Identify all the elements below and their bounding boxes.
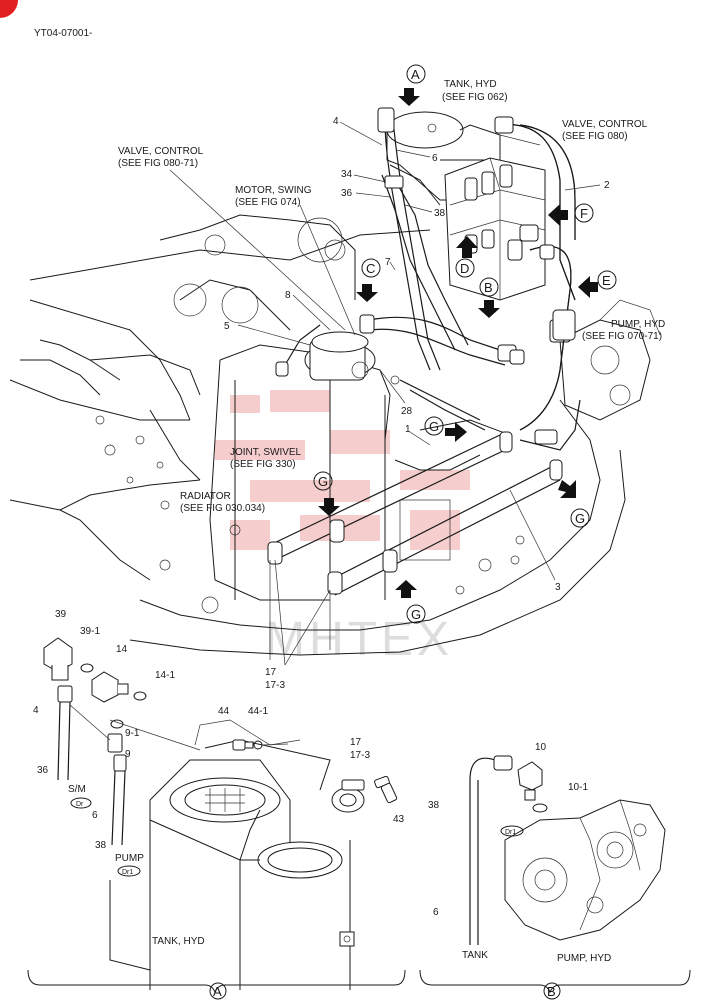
svg-text:D: D <box>460 261 469 276</box>
svg-text:G: G <box>575 511 585 526</box>
callout-g-2: G <box>313 471 333 491</box>
svg-text:A: A <box>213 984 222 999</box>
svg-text:F: F <box>580 206 588 221</box>
part-number-9: 9 <box>125 749 131 760</box>
section-brace-a: A <box>27 969 406 1000</box>
callout-e: E <box>597 270 617 290</box>
label-tank-hyd-bottom: TANK, HYD <box>152 936 205 947</box>
svg-text:E: E <box>602 273 611 288</box>
label-tank: TANK <box>462 950 488 961</box>
part-number-4-bottom: 4 <box>33 705 39 716</box>
label-pump-hyd-bottom: PUMP, HYD <box>557 953 611 964</box>
part-number-38-bottom-left: 38 <box>95 840 107 851</box>
label-see-fig-070-71: (SEE FIG 070-71) <box>582 331 662 342</box>
badge-dr1-right: Dr1 <box>500 825 524 837</box>
callout-c: C <box>361 258 381 278</box>
part-number-39-1: 39-1 <box>80 626 100 637</box>
label-valve-control-right: VALVE, CONTROL <box>562 119 648 130</box>
part-number-43: 43 <box>393 814 405 825</box>
label-see-fig-062: (SEE FIG 062) <box>442 92 508 103</box>
part-number-28: 28 <box>401 406 413 417</box>
label-see-fig-080-71: (SEE FIG 080-71) <box>118 158 198 169</box>
part-number-38-top: 38 <box>434 208 446 219</box>
part-number-6-bottom-right: 6 <box>433 907 439 918</box>
callout-a-top: A <box>406 64 426 84</box>
svg-text:B: B <box>547 984 556 999</box>
detail-tank <box>109 719 355 990</box>
part-number-17-bottom: 17 <box>350 737 362 748</box>
hydraulic-tank-top <box>386 111 501 206</box>
part-number-6-bottom-left: 6 <box>92 810 98 821</box>
part-number-17-3-top: 17-3 <box>265 680 285 691</box>
part-number-7: 7 <box>385 257 391 268</box>
callout-d: D <box>455 258 475 278</box>
svg-text:Dr1: Dr1 <box>122 869 133 876</box>
label-tank-hyd: TANK, HYD <box>444 79 497 90</box>
badge-dr1-left: Dr1 <box>117 865 141 877</box>
detail-pump-b <box>469 755 666 945</box>
part-number-9-1: 9-1 <box>125 728 140 739</box>
part-number-36-bottom: 36 <box>37 765 49 776</box>
svg-text:C: C <box>366 261 375 276</box>
label-sm: S/M <box>68 784 86 795</box>
part-number-34: 34 <box>341 169 353 180</box>
leader-lines <box>169 121 601 666</box>
part-number-44: 44 <box>218 706 230 717</box>
svg-text:Dr1: Dr1 <box>505 829 516 836</box>
part-number-36-top: 36 <box>341 188 353 199</box>
svg-text:G: G <box>318 474 328 489</box>
svg-text:G: G <box>411 607 421 622</box>
corner-marker <box>0 0 18 18</box>
part-number-4-top: 4 <box>333 116 339 127</box>
callout-g-1: G <box>424 416 444 436</box>
label-see-fig-330: (SEE FIG 330) <box>230 459 296 470</box>
section-brace-b: B <box>419 969 691 1000</box>
part-number-17-3-bottom: 17-3 <box>350 750 370 761</box>
part-number-5: 5 <box>224 321 230 332</box>
part-17-clamp <box>331 775 398 813</box>
part-number-44-1: 44-1 <box>248 706 268 717</box>
label-pump: PUMP <box>115 853 144 864</box>
part-number-10: 10 <box>535 742 547 753</box>
callout-b-top: B <box>479 277 499 297</box>
part-number-10-1: 10-1 <box>568 782 588 793</box>
label-pump-hyd: PUMP, HYD <box>611 319 665 330</box>
part-number-39: 39 <box>55 609 67 620</box>
svg-text:A: A <box>411 67 420 82</box>
svg-text:Dr: Dr <box>76 801 84 808</box>
part-number-1: 1 <box>405 424 411 435</box>
part-44-bolt <box>232 739 289 751</box>
label-motor-swing: MOTOR, SWING <box>235 185 312 196</box>
svg-text:G: G <box>429 419 439 434</box>
part-number-17-top: 17 <box>265 667 277 678</box>
figure-code: YT04-07001- <box>34 28 92 39</box>
badge-dr: Dr <box>70 797 92 809</box>
part-number-14: 14 <box>116 644 128 655</box>
callout-f: F <box>574 203 594 223</box>
label-joint-swivel: JOINT, SWIVEL <box>230 447 302 458</box>
hydraulic-hoses <box>275 107 581 451</box>
upper-frame-structure <box>9 214 626 656</box>
part-number-6-top: 6 <box>432 153 438 164</box>
part-number-38-bottom-right: 38 <box>428 800 440 811</box>
svg-text:B: B <box>484 280 493 295</box>
callout-g-4: G <box>406 604 426 624</box>
part-number-3: 3 <box>555 582 561 593</box>
callout-g-3: G <box>570 508 590 528</box>
detail-fittings-left <box>43 637 201 846</box>
label-see-fig-080: (SEE FIG 080) <box>562 131 628 142</box>
label-valve-control-left: VALVE, CONTROL <box>118 146 204 157</box>
label-see-fig-030-034: (SEE FIG 030.034) <box>180 503 265 514</box>
part-number-8: 8 <box>285 290 291 301</box>
part-number-2: 2 <box>604 180 610 191</box>
label-see-fig-074: (SEE FIG 074) <box>235 197 301 208</box>
part-number-14-1: 14-1 <box>155 670 175 681</box>
label-radiator: RADIATOR <box>180 491 231 502</box>
radiator-lines <box>267 431 563 660</box>
callout-arrows <box>318 88 598 598</box>
